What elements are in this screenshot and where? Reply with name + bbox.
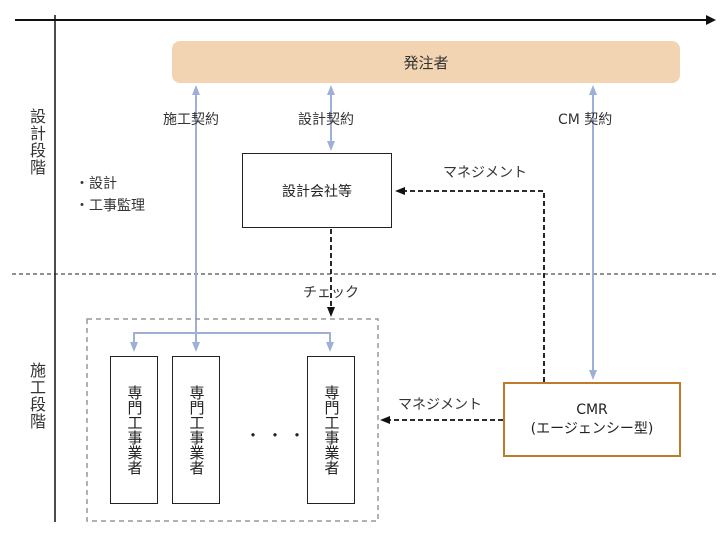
subcontractor-box: 専門工事業者 [110,356,158,504]
cm-contract-label: CM 契約 [558,112,613,128]
construction-contract-label: 施工契約 [163,112,219,128]
subcontractor-box: 専門工事業者 [307,356,355,504]
check-label: チェック [303,285,359,301]
subcontractor-label: 専門工事業者 [322,385,341,475]
cmr-label: CMR [576,401,608,418]
subcontractor-branch-line [133,332,331,347]
management-design-label: マネジメント [443,165,527,181]
subcontractor-label: 専門工事業者 [187,385,206,475]
subcontractor-box: 専門工事業者 [172,356,220,504]
design-phase-label: 設計段階 [27,108,46,176]
design-task-item: ・工事監理 [75,198,145,214]
management-design-arrow [395,187,545,382]
subcontractor-group [86,318,379,522]
design-firm-box: 設計会社等 [242,153,392,228]
client-label: 発注者 [403,53,449,72]
timeline-arrowhead [706,15,716,25]
cmr-type-label: (エージェンシー型) [530,420,654,437]
subcontractor-label: 専門工事業者 [125,385,144,475]
ellipsis: ・・・ [245,426,312,445]
design-firm-label: 設計会社等 [282,183,352,200]
construction-phase-label: 施工段階 [27,362,46,430]
design-task-item: ・設計 [75,176,117,192]
design-contract-label: 設計契約 [298,112,354,128]
cmr-box: CMR (エージェンシー型) [503,382,681,457]
design-tasks-list: ・設計 ・工事監理 [75,173,145,217]
client-box: 発注者 [172,41,680,83]
management-contractors-label: マネジメント [398,397,482,413]
